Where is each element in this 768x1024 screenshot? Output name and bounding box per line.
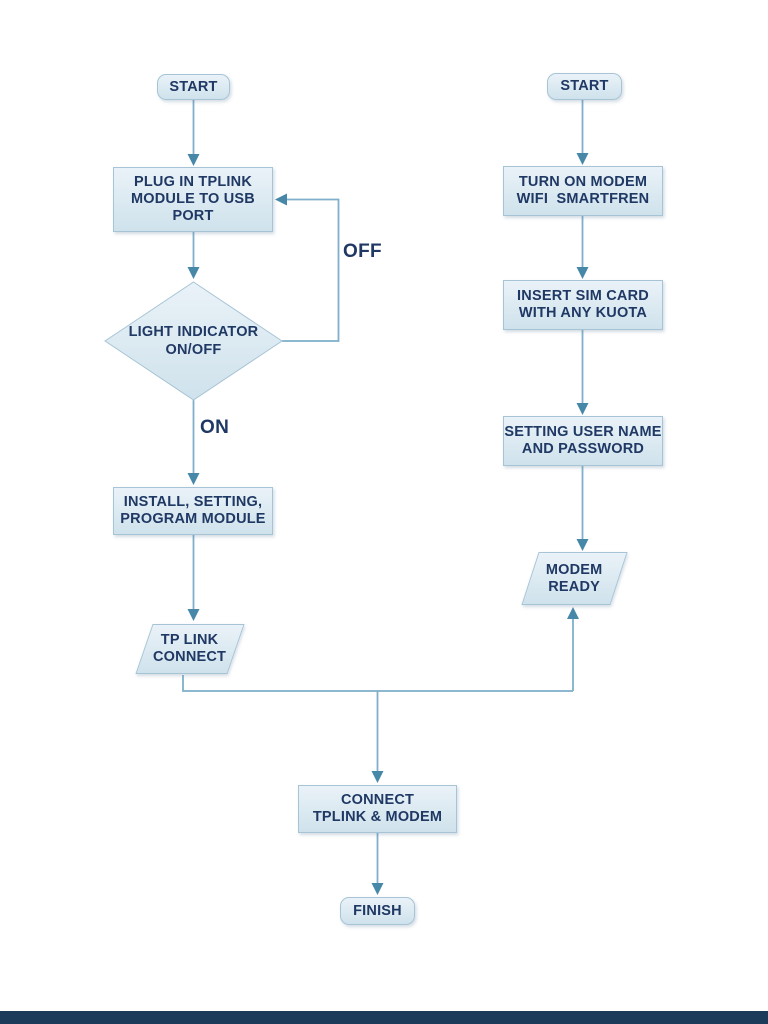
- process-insert-sim: INSERT SIM CARD WITH ANY KUOTA: [503, 280, 663, 330]
- start-right-label: START: [560, 78, 609, 94]
- process-plug-module-line1: PLUG IN TPLINK: [134, 174, 252, 190]
- process-turn-on-modem-line1: TURN ON MODEM: [518, 174, 648, 190]
- process-setting-username: SETTING USER NAME AND PASSWORD: [503, 416, 663, 466]
- process-setting-username-line2: AND PASSWORD: [521, 441, 645, 457]
- process-connect-tplink-modem-line1: CONNECT: [340, 792, 415, 808]
- connector-tplink-to-junction: [182, 675, 573, 692]
- io-tplink-connect: TP LINK CONNECT: [135, 624, 245, 674]
- decision-diamond-shape: [104, 281, 283, 401]
- finish-node: FINISH: [340, 897, 415, 925]
- decision-light-indicator: LIGHT INDICATOR ON/OFF: [105, 282, 282, 400]
- process-connect-tplink-modem-line2: TPLINK & MODEM: [312, 809, 443, 825]
- io-tplink-connect-line1: TP LINK: [161, 632, 219, 648]
- process-install-setting-line1: INSTALL, SETTING,: [123, 494, 263, 510]
- connector-off-loop: [275, 193, 340, 342]
- io-modem-ready: MODEM READY: [521, 552, 628, 605]
- start-node-right: START: [547, 73, 622, 100]
- process-insert-sim-line2: WITH ANY KUOTA: [518, 305, 648, 321]
- start-left-label: START: [169, 78, 218, 95]
- edge-label-on: ON: [200, 417, 230, 438]
- edge-label-off: OFF: [343, 241, 382, 262]
- io-modem-ready-line2: READY: [548, 578, 601, 595]
- process-turn-on-modem: TURN ON MODEM WIFI SMARTFREN: [503, 166, 663, 216]
- process-plug-module-line3: PORT: [172, 208, 214, 224]
- process-setting-username-line1: SETTING USER NAME: [504, 424, 662, 440]
- process-plug-module-line2: MODULE TO USB: [131, 191, 255, 207]
- start-node-left: START: [157, 74, 230, 100]
- footer-bar: [0, 1011, 768, 1024]
- process-install-setting-line2: PROGRAM MODULE: [120, 511, 266, 527]
- finish-label: FINISH: [353, 902, 402, 919]
- process-connect-tplink-modem: CONNECT TPLINK & MODEM: [298, 785, 457, 833]
- process-insert-sim-line1: INSERT SIM CARD: [517, 288, 649, 304]
- decision-light-indicator-line2: ON/OFF: [165, 342, 222, 358]
- decision-light-indicator-line1: LIGHT INDICATOR: [128, 324, 259, 340]
- process-turn-on-modem-line2: WIFI SMARTFREN: [516, 191, 650, 207]
- io-modem-ready-line1: MODEM: [546, 561, 603, 578]
- io-tplink-connect-line2: CONNECT: [153, 649, 227, 665]
- process-install-setting: INSTALL, SETTING, PROGRAM MODULE: [113, 487, 273, 535]
- process-plug-module: PLUG IN TPLINK MODULE TO USB PORT: [113, 167, 273, 232]
